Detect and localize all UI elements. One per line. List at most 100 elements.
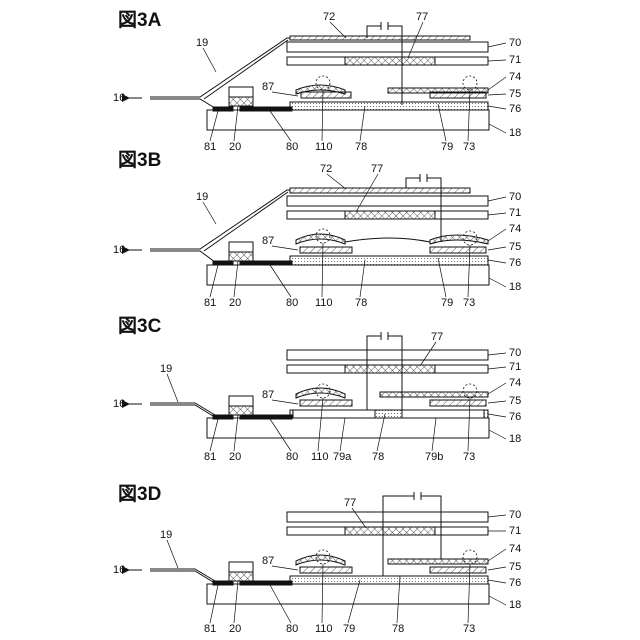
label-70: 70 bbox=[509, 191, 521, 203]
label-20: 20 bbox=[229, 297, 241, 309]
pad-81 bbox=[213, 415, 233, 419]
cover-70 bbox=[287, 196, 488, 206]
flex-19-b bbox=[150, 99, 215, 108]
label-81: 81 bbox=[204, 451, 216, 463]
label-71: 71 bbox=[509, 361, 521, 373]
label-20: 20 bbox=[229, 141, 241, 153]
label-70: 70 bbox=[509, 509, 521, 521]
layer-71-mesh bbox=[345, 211, 435, 219]
label-79: 79 bbox=[441, 297, 453, 309]
label-75: 75 bbox=[509, 241, 521, 253]
label-19: 19 bbox=[160, 363, 172, 375]
label-72: 72 bbox=[320, 163, 332, 175]
chip-20-base bbox=[229, 406, 253, 415]
plate-72 bbox=[290, 36, 470, 40]
label-110: 110 bbox=[311, 451, 329, 463]
label-80: 80 bbox=[286, 141, 298, 153]
panel-a: 図3A 16 19 72 77 bbox=[113, 9, 521, 153]
label-19: 19 bbox=[196, 191, 208, 203]
wiring-80 bbox=[240, 261, 292, 265]
panel-title: 図3B bbox=[118, 149, 161, 171]
label-74: 74 bbox=[509, 377, 521, 389]
panel-title: 図3D bbox=[118, 483, 161, 505]
layer-75-right bbox=[430, 247, 486, 253]
layer-75-left bbox=[300, 567, 352, 573]
label-77: 77 bbox=[344, 497, 356, 509]
label-74: 74 bbox=[509, 223, 521, 235]
label-75: 75 bbox=[509, 88, 521, 100]
label-77: 77 bbox=[416, 11, 428, 23]
label-87: 87 bbox=[262, 235, 274, 247]
label-110: 110 bbox=[315, 623, 333, 635]
layer-71-mesh bbox=[345, 527, 435, 535]
layer-71-mesh bbox=[345, 57, 435, 65]
label-73: 73 bbox=[463, 623, 475, 635]
panel-title: 図3C bbox=[118, 315, 162, 337]
substrate-18 bbox=[207, 418, 489, 438]
layer-75-right bbox=[430, 567, 486, 573]
layer-74-right bbox=[380, 392, 488, 397]
label-80: 80 bbox=[286, 451, 298, 463]
layer-74-right bbox=[430, 235, 488, 244]
wiring-80 bbox=[240, 581, 292, 585]
electrode-79b bbox=[402, 410, 484, 418]
label-78: 78 bbox=[355, 141, 367, 153]
label-20: 20 bbox=[229, 451, 241, 463]
label-73: 73 bbox=[463, 451, 475, 463]
layer-74-left bbox=[296, 388, 345, 398]
electrode-79a bbox=[293, 410, 375, 418]
label-71: 71 bbox=[509, 525, 521, 537]
label-75: 75 bbox=[509, 561, 521, 573]
label-110: 110 bbox=[315, 297, 333, 309]
label-18: 18 bbox=[509, 281, 521, 293]
cover-70 bbox=[287, 512, 488, 522]
label-74: 74 bbox=[509, 543, 521, 555]
label-76: 76 bbox=[509, 257, 521, 269]
label-20: 20 bbox=[229, 623, 241, 635]
label-71: 71 bbox=[509, 54, 521, 66]
chip-20 bbox=[229, 396, 253, 406]
layer-76 bbox=[290, 576, 488, 584]
label-71: 71 bbox=[509, 207, 521, 219]
pad-81 bbox=[213, 261, 233, 265]
label-18: 18 bbox=[509, 127, 521, 139]
layer-76 bbox=[290, 256, 488, 265]
label-79a: 79a bbox=[333, 451, 352, 463]
label-19: 19 bbox=[196, 37, 208, 49]
chip-20-base bbox=[229, 572, 253, 581]
cover-70 bbox=[287, 42, 488, 52]
panel-title: 図3A bbox=[118, 9, 162, 31]
chip-20 bbox=[229, 242, 253, 252]
layer-75-left bbox=[300, 400, 352, 406]
cover-70 bbox=[287, 350, 488, 360]
label-80: 80 bbox=[286, 297, 298, 309]
label-18: 18 bbox=[509, 599, 521, 611]
layer-75-left bbox=[300, 247, 352, 253]
layer-76 bbox=[290, 102, 488, 110]
label-19: 19 bbox=[160, 529, 172, 541]
label-76: 76 bbox=[509, 577, 521, 589]
label-77: 77 bbox=[371, 163, 383, 175]
panel-b: 図3B 16 19 72 77 70 71 74 75 76 18 bbox=[113, 149, 521, 309]
substrate-18 bbox=[207, 110, 489, 130]
label-78: 78 bbox=[392, 623, 404, 635]
label-81: 81 bbox=[204, 623, 216, 635]
label-78: 78 bbox=[355, 297, 367, 309]
label-16: 16 bbox=[113, 244, 125, 256]
chip-20 bbox=[229, 562, 253, 572]
substrate-18 bbox=[207, 265, 489, 285]
pad-81 bbox=[213, 581, 233, 585]
label-87: 87 bbox=[262, 81, 274, 93]
label-79b: 79b bbox=[425, 451, 443, 463]
label-72: 72 bbox=[323, 11, 335, 23]
label-76: 76 bbox=[509, 411, 521, 423]
layer-71-mesh bbox=[345, 365, 435, 373]
label-16: 16 bbox=[113, 398, 125, 410]
chip-20-base bbox=[229, 97, 253, 106]
layer-74-right bbox=[388, 88, 488, 93]
layer-75-right bbox=[430, 400, 486, 406]
pad-81 bbox=[213, 107, 233, 111]
plate-72 bbox=[290, 188, 470, 193]
wiring-80 bbox=[240, 415, 292, 419]
label-81: 81 bbox=[204, 297, 216, 309]
